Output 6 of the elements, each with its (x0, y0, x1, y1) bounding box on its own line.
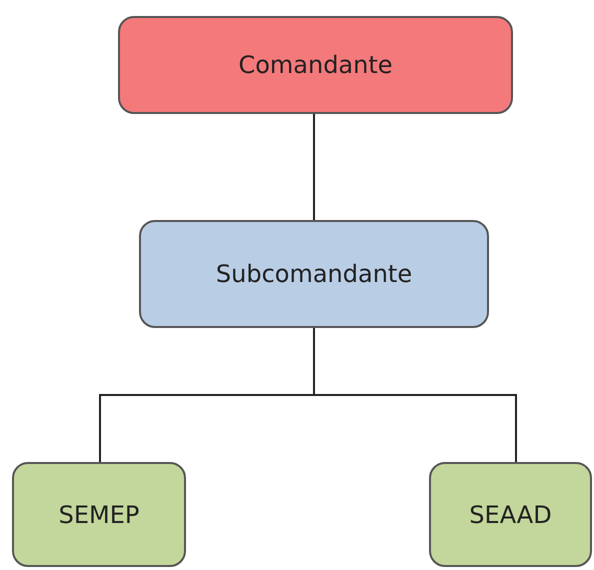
unit-box: SEMEP (12, 462, 186, 567)
subcommander-box: Subcomandante (139, 220, 489, 328)
commander-box: Comandante (118, 16, 513, 114)
unit-box: SEAAD (429, 462, 592, 567)
connector-line (313, 328, 517, 462)
connector-line (313, 114, 315, 220)
